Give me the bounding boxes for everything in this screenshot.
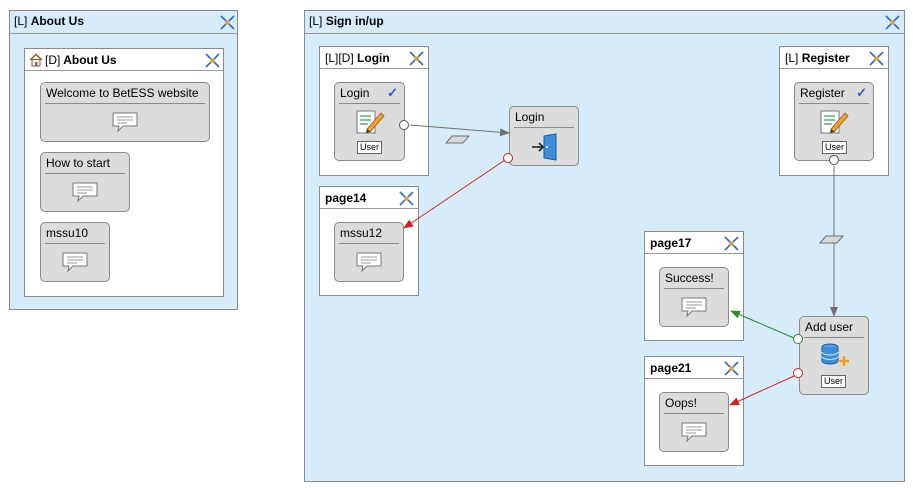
unit-welcome[interactable]: Welcome to BetESS website — [40, 82, 210, 142]
unit-label: Login — [515, 110, 545, 124]
home-icon — [29, 53, 43, 67]
layout-toggle-icon[interactable] — [724, 361, 739, 376]
login-door-icon — [532, 133, 557, 161]
ko-port[interactable] — [793, 368, 803, 378]
parameter-icon — [818, 235, 845, 244]
page-title: page17 — [650, 236, 691, 250]
flow-add-user-ko — [729, 375, 795, 406]
area-title: [L] About Us — [14, 14, 84, 28]
unit-label: Register — [800, 86, 845, 100]
page-page14[interactable]: page14 mssu12 — [319, 186, 419, 296]
layout-toggle-icon[interactable] — [399, 191, 414, 206]
unit-label: mssu12 — [340, 226, 383, 240]
page-title: page21 — [650, 361, 691, 375]
page-name: page17 — [650, 236, 692, 250]
page-name: page21 — [650, 361, 692, 375]
page-page21[interactable]: page21 Oops! — [644, 356, 744, 466]
checkmark-icon: ✓ — [856, 85, 867, 100]
page-name: page14 — [325, 191, 367, 205]
page-title: [L][D] Login — [325, 51, 390, 65]
unit-register-form[interactable]: Register ✓ User — [794, 82, 874, 161]
ko-port[interactable] — [503, 153, 513, 163]
unit-label: Add user — [805, 320, 854, 334]
form-pencil-icon — [820, 110, 849, 134]
page-about-us[interactable]: [D] About Us Welcome to BetESS website H… — [24, 48, 224, 297]
layout-toggle-icon[interactable] — [869, 51, 884, 66]
page-title: page14 — [325, 191, 366, 205]
unit-mssu10[interactable]: mssu10 — [40, 222, 110, 282]
area-name: About Us — [30, 14, 85, 28]
unit-mssu12[interactable]: mssu12 — [334, 222, 404, 282]
ok-port[interactable] — [793, 334, 803, 344]
message-bubble-icon — [356, 252, 382, 273]
unit-label: How to start — [46, 156, 111, 170]
layout-toggle-icon[interactable] — [220, 15, 235, 30]
page-name: About Us — [63, 53, 117, 67]
message-bubble-icon — [62, 252, 88, 273]
page-name: Login — [357, 51, 390, 65]
ok-port[interactable] — [829, 155, 839, 165]
area-prefix: [L] — [309, 14, 323, 28]
message-bubble-icon — [112, 112, 138, 133]
ok-port[interactable] — [399, 120, 409, 130]
page-register[interactable]: [L] Register Register ✓ User — [779, 46, 889, 176]
unit-label: Login — [340, 86, 370, 100]
unit-label: Oops! — [665, 396, 698, 410]
user-tag: User — [357, 141, 383, 154]
layout-toggle-icon[interactable] — [205, 53, 220, 68]
unit-label: Success! — [665, 271, 714, 285]
area-name: Sign in/up — [325, 14, 384, 28]
unit-how-to-start[interactable]: How to start — [40, 152, 130, 212]
area-prefix: [L] — [14, 14, 28, 28]
message-bubble-icon — [72, 182, 98, 203]
user-tag: User — [821, 375, 847, 388]
unit-login-form[interactable]: Login ✓ User — [334, 82, 405, 161]
page-page17[interactable]: page17 Success! — [644, 231, 744, 341]
layout-toggle-icon[interactable] — [409, 51, 424, 66]
user-tag: User — [822, 141, 848, 154]
message-bubble-icon — [681, 297, 707, 318]
parameter-icon — [444, 135, 471, 144]
page-name: Register — [801, 51, 850, 65]
page-prefix: [D] — [45, 53, 61, 67]
checkmark-icon: ✓ — [387, 85, 398, 100]
area-title: [L] Sign in/up — [309, 14, 384, 28]
layout-toggle-icon[interactable] — [724, 236, 739, 251]
message-bubble-icon — [681, 422, 707, 443]
page-login[interactable]: [L][D] Login Login ✓ User — [319, 46, 429, 176]
layout-toggle-icon[interactable] — [885, 15, 900, 30]
unit-label: mssu10 — [46, 226, 89, 240]
flow-login-submit — [409, 124, 510, 137]
page-prefix: [L] — [785, 51, 799, 65]
page-title: [D] About Us — [45, 53, 117, 67]
form-pencil-icon — [356, 110, 385, 134]
flow-add-user-ok — [730, 310, 795, 339]
unit-label: Welcome to BetESS website — [46, 86, 199, 100]
unit-oops[interactable]: Oops! — [659, 392, 729, 452]
database-add-icon — [821, 343, 849, 366]
area-about-us[interactable]: [L] About Us [D] About Us Welcome to Bet… — [9, 10, 238, 310]
flow-login-ko — [403, 159, 506, 229]
unit-success[interactable]: Success! — [659, 267, 729, 327]
page-prefix: [L][D] — [325, 51, 354, 65]
page-title: [L] Register — [785, 51, 850, 65]
